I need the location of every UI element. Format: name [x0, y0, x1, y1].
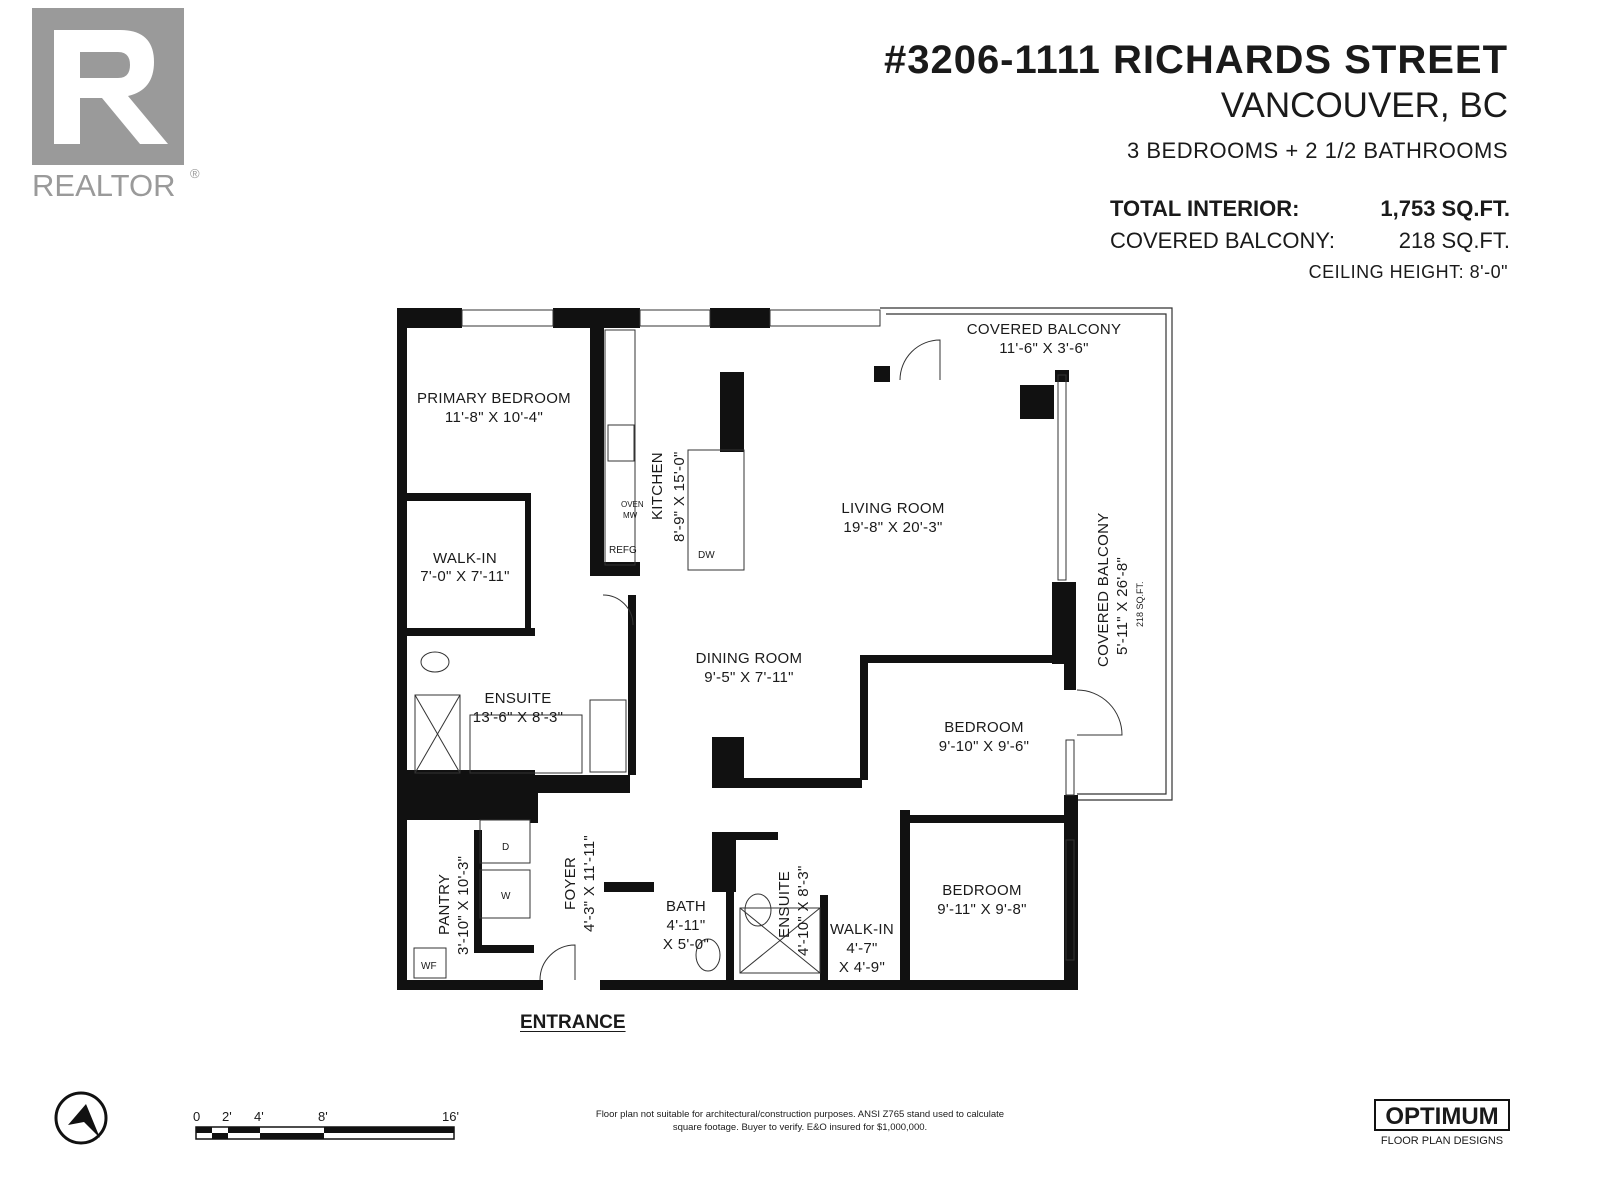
label-living-room: LIVING ROOM: [841, 500, 944, 517]
realtor-logo: REALTOR ®: [32, 8, 207, 203]
property-summary: 3 BEDROOMS + 2 1/2 BATHROOMS: [1127, 138, 1508, 163]
label-kitchen: KITCHEN: [649, 452, 666, 520]
optimum-logo-text: OPTIMUM: [1385, 1103, 1498, 1130]
dims-dining-room: 9'-5" X 7'-11": [704, 669, 794, 686]
label-oven: OVEN: [621, 500, 644, 509]
dims-bedroom-2: 9'-10" X 9'-6": [939, 738, 1030, 755]
label-pantry: PANTRY: [436, 874, 453, 935]
entrance-label: ENTRANCE: [520, 1012, 626, 1033]
dims-covered-balcony-top: 11'-6" X 3'-6": [999, 340, 1089, 357]
scale-label-16: 16': [442, 1109, 459, 1124]
label-bedroom-2: BEDROOM: [944, 719, 1024, 736]
appliance-labels: OVEN MW REFG DW D W WF: [421, 500, 715, 972]
label-water-filter: WF: [421, 961, 437, 972]
scale-label-0: 0: [193, 1109, 200, 1124]
label-ensuite-2: ENSUITE: [776, 871, 793, 938]
dims-ensuite-2: 4'-10" X 8'-3": [795, 865, 812, 956]
dims-primary-bedroom: 11'-8" X 10'-4": [445, 409, 543, 426]
covered-balcony-label: COVERED BALCONY:: [1110, 228, 1335, 253]
dims-bath-2: X 5'-0": [663, 936, 709, 953]
registered-mark: ®: [190, 166, 200, 181]
balcony-outline: [880, 307, 1173, 801]
scale-label-4: 4': [254, 1109, 264, 1124]
dims-walk-in-2-2: X 4'-9": [839, 959, 885, 976]
area-covered-balcony-side: 218 SQ.FT.: [1135, 581, 1145, 627]
total-interior-row: TOTAL INTERIOR: 1,753 SQ.FT.: [1110, 196, 1510, 222]
label-dryer: D: [502, 842, 509, 853]
realtor-logo-mark: REALTOR ®: [32, 8, 200, 203]
label-covered-balcony-side: COVERED BALCONY: [1095, 512, 1112, 667]
scale-bar: 0 2' 4' 8' 16': [193, 1109, 459, 1140]
label-washer: W: [501, 891, 511, 902]
label-dishwasher: DW: [698, 550, 715, 561]
dims-kitchen: 8'-9" X 15'-0": [671, 451, 688, 542]
covered-balcony-row: COVERED BALCONY: 218 SQ.FT.: [1110, 228, 1510, 254]
dims-pantry: 3'-10" X 10'-3": [455, 856, 472, 955]
total-interior-label: TOTAL INTERIOR:: [1110, 196, 1300, 221]
label-mw: MW: [623, 511, 638, 520]
label-primary-bedroom: PRIMARY BEDROOM: [417, 390, 571, 407]
label-bedroom-3: BEDROOM: [942, 882, 1022, 899]
label-walk-in-primary: WALK-IN: [433, 550, 497, 567]
dims-bedroom-3: 9'-11" X 9'-8": [937, 901, 1027, 918]
dims-ensuite-primary: 13'-6" X 8'-3": [473, 709, 564, 726]
property-address: #3206-1111 RICHARDS STREET: [883, 38, 1508, 82]
fixtures: [413, 309, 1123, 981]
label-foyer: FOYER: [562, 857, 579, 910]
label-dining-room: DINING ROOM: [696, 650, 803, 667]
dims-bath-1: 4'-11": [667, 917, 706, 934]
realtor-logo-text: REALTOR: [32, 168, 176, 203]
dims-living-room: 19'-8" X 20'-3": [843, 519, 942, 536]
label-covered-balcony-top: COVERED BALCONY: [967, 321, 1122, 338]
label-refrigerator: REFG: [609, 545, 637, 556]
dims-covered-balcony-side: 5'-11" X 26'-8": [1114, 557, 1131, 655]
scale-label-8: 8': [318, 1109, 328, 1124]
label-ensuite-primary: ENSUITE: [484, 690, 551, 707]
disclaimer: Floor plan not suitable for architectura…: [595, 1109, 1005, 1133]
scale-label-2: 2': [222, 1109, 232, 1124]
ceiling-height: CEILING HEIGHT: 8'-0": [1308, 262, 1508, 282]
dims-walk-in-2-1: 4'-7": [846, 940, 877, 957]
dims-walk-in-primary: 7'-0" X 7'-11": [420, 568, 510, 585]
label-bath: BATH: [666, 898, 706, 915]
total-interior-value: 1,753 SQ.FT.: [1380, 196, 1510, 221]
covered-balcony-value: 218 SQ.FT.: [1398, 228, 1510, 253]
dims-foyer: 4'-3" X 11'-11": [581, 835, 598, 932]
optimum-logo: OPTIMUM FLOOR PLAN DESIGNS: [1374, 1099, 1510, 1147]
optimum-tagline: FLOOR PLAN DESIGNS: [1381, 1135, 1503, 1147]
label-walk-in-2: WALK-IN: [830, 921, 894, 938]
room-labels: COVERED BALCONY 11'-6" X 3'-6" PRIMARY B…: [417, 321, 1145, 976]
property-city: VANCOUVER, BC: [1220, 86, 1508, 125]
north-arrow-icon: [54, 1091, 108, 1145]
